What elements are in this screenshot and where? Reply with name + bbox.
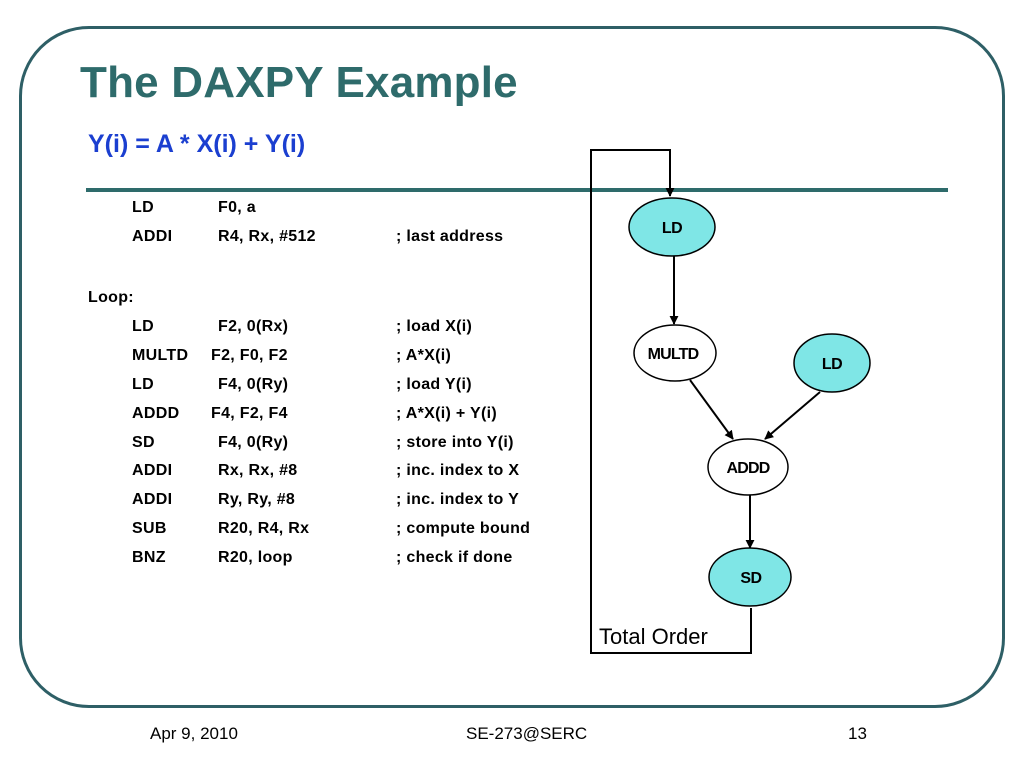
code-line: SUB R20, R4, Rx ; compute bound xyxy=(0,520,620,542)
operands: F4, F2, F4 xyxy=(211,405,288,422)
opcode: ADDD xyxy=(132,405,180,422)
comment: ; last address xyxy=(396,228,504,245)
node-label: ADDD xyxy=(726,460,769,477)
code-line: ADDI Ry, Ry, #8 ; inc. index to Y xyxy=(0,491,620,513)
edge-ld-to-addd xyxy=(764,391,821,440)
operands: R20, loop xyxy=(218,549,293,566)
code-line: ADDI Rx, Rx, #8 ; inc. index to X xyxy=(0,462,620,484)
node-ellipse xyxy=(707,438,789,496)
operands: F2, 0(Rx) xyxy=(218,318,289,335)
comment: ; check if done xyxy=(396,549,513,566)
loop-label-line: Loop: xyxy=(0,289,620,311)
operands: R4, Rx, #512 xyxy=(218,228,316,245)
total-order-entry-arrow xyxy=(665,149,675,197)
comment: ; store into Y(i) xyxy=(396,434,514,451)
title-divider xyxy=(86,188,948,192)
opcode: LD xyxy=(132,318,154,335)
node-ld-right: LD xyxy=(793,333,871,393)
opcode: ADDI xyxy=(132,462,173,479)
operands: Ry, Ry, #8 xyxy=(218,491,296,508)
edge-multd-to-addd xyxy=(689,379,734,440)
loop-label: Loop: xyxy=(88,289,134,306)
operands: F4, 0(Ry) xyxy=(218,376,289,393)
node-multd: MULTD xyxy=(633,324,717,382)
code-line: LD F0, a xyxy=(0,199,620,221)
total-order-box xyxy=(590,149,752,654)
operands: F4, 0(Ry) xyxy=(218,434,289,451)
code-line: MULTD F2, F0, F2 ; A*X(i) xyxy=(0,347,620,369)
comment: ; load X(i) xyxy=(396,318,473,335)
opcode: ADDI xyxy=(132,228,173,245)
node-ellipse xyxy=(633,324,717,382)
code-line: LD F4, 0(Ry) ; load Y(i) xyxy=(0,376,620,398)
footer-date: Apr 9, 2010 xyxy=(150,724,238,743)
code-line: LD F2, 0(Rx) ; load X(i) xyxy=(0,318,620,340)
node-sd: SD xyxy=(708,547,792,607)
slide-frame xyxy=(19,26,1005,708)
operands: F0, a xyxy=(218,199,256,216)
opcode: MULTD xyxy=(132,347,189,364)
node-addd: ADDD xyxy=(707,438,789,496)
node-label: MULTD xyxy=(648,346,699,363)
opcode: BNZ xyxy=(132,549,166,566)
comment: ; inc. index to X xyxy=(396,462,520,479)
node-label: SD xyxy=(740,570,761,587)
footer-page-number: 13 xyxy=(848,724,867,743)
code-line: ADDI R4, Rx, #512 ; last address xyxy=(0,228,620,250)
node-ellipse xyxy=(708,547,792,607)
node-label: LD xyxy=(662,220,682,237)
opcode: SUB xyxy=(132,520,167,537)
slide-title: The DAXPY Example xyxy=(80,58,518,107)
total-order-label: Total Order xyxy=(599,624,708,649)
operands: Rx, Rx, #8 xyxy=(218,462,298,479)
footer-course: SE-273@SERC xyxy=(466,724,588,743)
operands: F2, F0, F2 xyxy=(211,347,288,364)
opcode: ADDI xyxy=(132,491,173,508)
comment: ; A*X(i) + Y(i) xyxy=(396,405,497,422)
opcode: LD xyxy=(132,199,154,216)
opcode: LD xyxy=(132,376,154,393)
comment: ; inc. index to Y xyxy=(396,491,520,508)
node-ellipse xyxy=(628,197,716,257)
formula-subtitle: Y(i) = A * X(i) + Y(i) xyxy=(88,130,306,158)
node-label: LD xyxy=(822,356,842,373)
comment: ; A*X(i) xyxy=(396,347,452,364)
code-line: ADDD F4, F2, F4 ; A*X(i) + Y(i) xyxy=(0,405,620,427)
comment: ; load Y(i) xyxy=(396,376,472,393)
opcode: SD xyxy=(132,434,155,451)
node-ellipse xyxy=(793,333,871,393)
code-line: SD F4, 0(Ry) ; store into Y(i) xyxy=(0,434,620,456)
comment: ; compute bound xyxy=(396,520,531,537)
code-line: BNZ R20, loop ; check if done xyxy=(0,549,620,571)
operands: R20, R4, Rx xyxy=(218,520,310,537)
node-ld-top: LD xyxy=(628,197,716,257)
